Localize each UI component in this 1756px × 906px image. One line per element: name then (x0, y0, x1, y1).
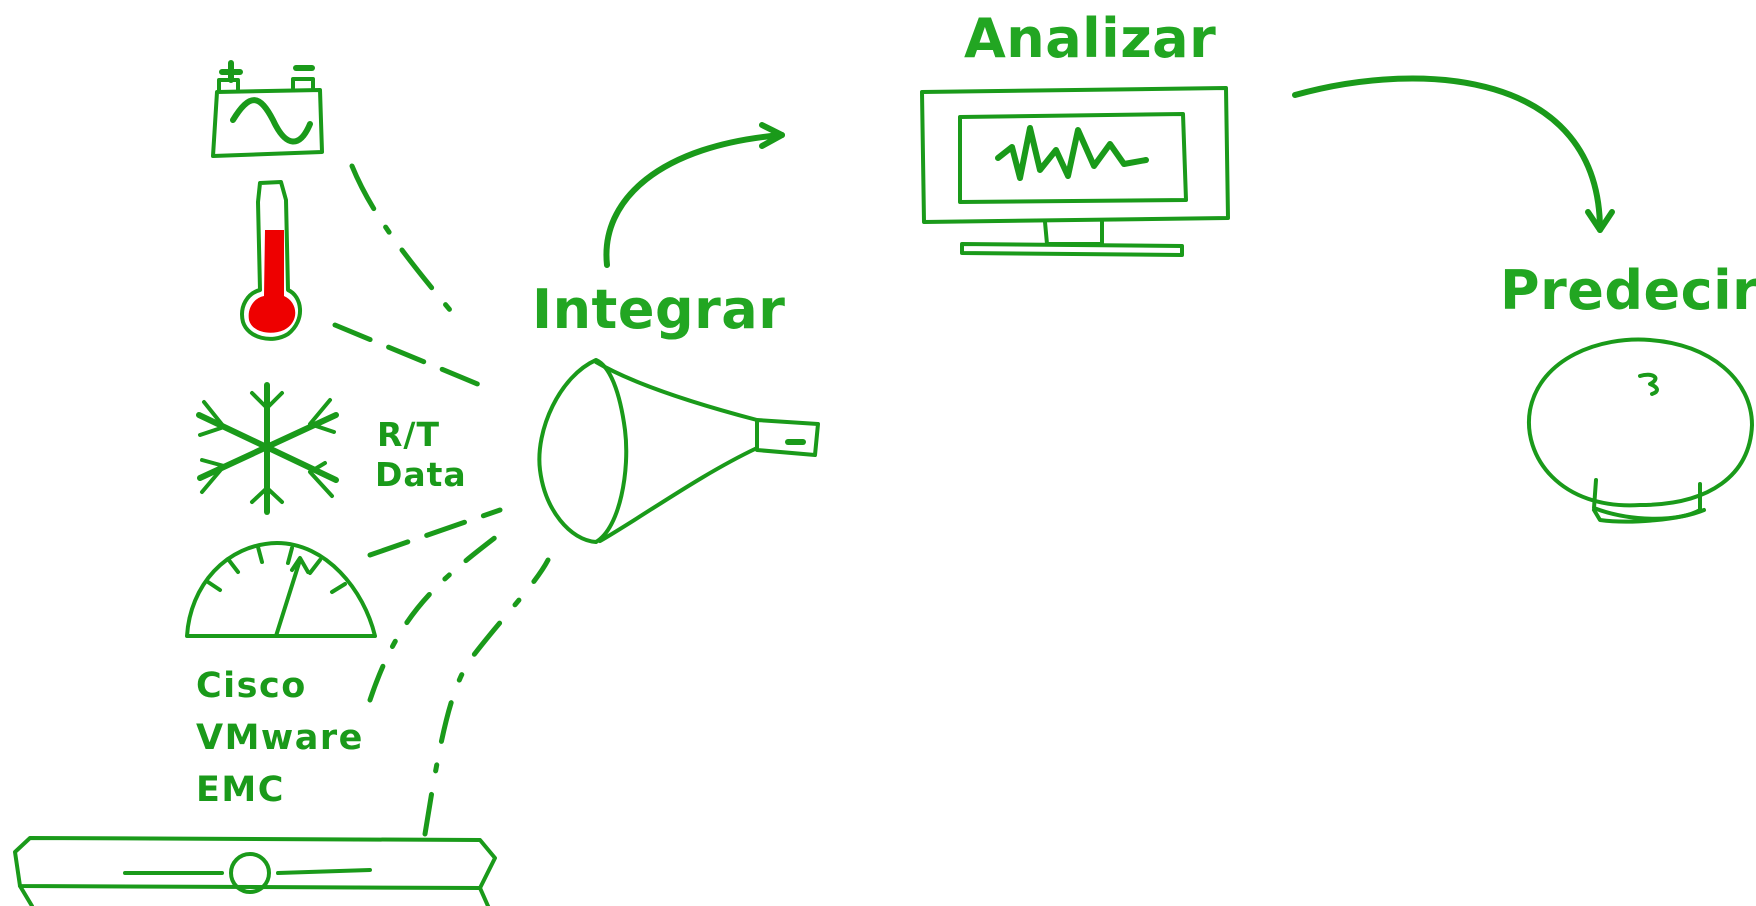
snowflake-icon (196, 382, 339, 515)
connector-gauge (367, 507, 503, 558)
speedometer-icon (185, 541, 377, 638)
thermometer-icon (240, 180, 302, 341)
arrow-integrate-to-analyze (603, 132, 785, 268)
flow-arrows (603, 75, 1615, 268)
vendor-item: EMC (196, 770, 285, 810)
arrow-integrate-to-analyze-head (759, 122, 785, 149)
connector-battery (349, 163, 453, 313)
stage-label-integrate: Integrar (532, 278, 786, 341)
battery-plus-sign: + (235, 55, 236, 56)
rt-data-label-line1: R/T (377, 415, 440, 454)
battery-wave-icon (211, 60, 324, 158)
arrow-analyze-to-predict (1292, 75, 1603, 233)
stage-label-predict: Predecir (1500, 259, 1756, 322)
server-appliance-icon (13, 836, 497, 906)
connector-vendors (367, 527, 508, 703)
rt-data-label-line2: Data (375, 455, 467, 494)
monitor-waveform-icon (920, 86, 1230, 257)
crystal-ball-icon (1526, 337, 1754, 524)
arrow-analyze-to-predict-head (1585, 209, 1615, 233)
vendor-item: VMware (196, 718, 364, 758)
connector-thermometer (332, 322, 483, 388)
stage-label-analyze: Analizar (964, 7, 1217, 70)
funnel-icon (537, 358, 820, 544)
connector-server (422, 557, 551, 837)
connector-lines (332, 163, 551, 837)
vendor-item: Cisco (196, 666, 307, 706)
